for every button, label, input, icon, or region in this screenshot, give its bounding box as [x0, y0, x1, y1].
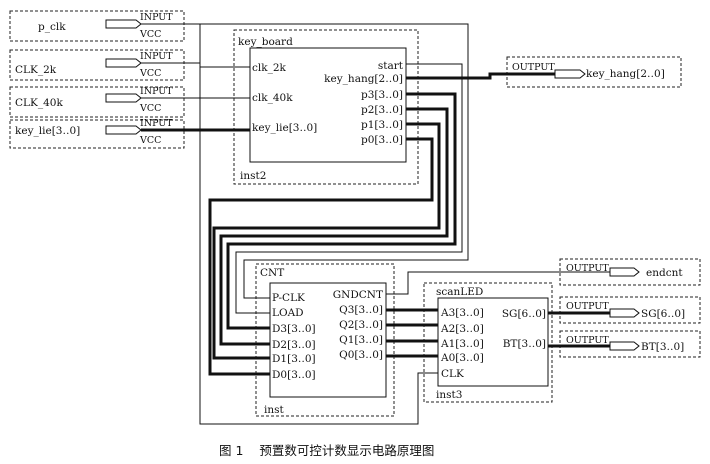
input-pin-p-clk: p_clk INPUT VCC: [9, 10, 185, 42]
pin-name: p_clk: [38, 21, 66, 33]
port-clk-2k: clk_2k: [252, 62, 287, 74]
pin-name: CLK_2k: [15, 64, 57, 76]
wire-clk-2k: [141, 62, 250, 68]
input-pin-clk-2k: CLK_2k INPUT VCC: [9, 49, 185, 81]
pin-type: OUTPUT: [566, 263, 609, 274]
instance-label: inst3: [436, 389, 462, 401]
output-arrow-icon: [609, 308, 640, 318]
port-q2: Q2[3‥0]: [339, 319, 383, 331]
port-q3: Q3[3‥0]: [339, 304, 383, 316]
pin-type: OUTPUT: [566, 301, 609, 312]
cnt-block: CNT P-CLK LOAD D3[3‥0] D2[3‥0] D1[3‥0] D…: [255, 263, 395, 417]
port-a1: A1[3‥0]: [440, 338, 484, 350]
output-pin-bt: OUTPUT BT[3‥0]: [559, 330, 701, 358]
pin-vcc: VCC: [139, 29, 161, 40]
port-a0: A0[3‥0]: [440, 352, 484, 364]
port-q1: Q1[3‥0]: [339, 334, 383, 346]
instance-label: inst2: [240, 170, 266, 182]
port-d3: D3[3‥0]: [272, 323, 316, 335]
keyboard-block: key_board clk_2k clk_40k key_lie[3‥0] st…: [233, 29, 419, 185]
block-title: scanLED: [436, 286, 483, 298]
block-title: key_board: [238, 36, 293, 48]
bus-p0-d0: [208, 137, 434, 376]
port-d1: D1[3‥0]: [272, 353, 316, 365]
wires: [141, 23, 610, 425]
port-q0: Q0[3‥0]: [339, 349, 383, 361]
pin-type: INPUT: [140, 118, 173, 129]
figure-caption: 图 1 预置数可控计数显示电路原理图: [219, 443, 434, 458]
bus-p3-d3: [226, 92, 457, 330]
port-a3: A3[3‥0]: [440, 307, 484, 319]
block-title: CNT: [260, 267, 284, 279]
pin-vcc: VCC: [139, 68, 161, 79]
output-arrow-icon: [609, 267, 640, 277]
pin-name: key_hang[2‥0]: [586, 68, 665, 80]
bus-p2-d2: [219, 107, 449, 346]
port-p2: p2[3‥0]: [361, 104, 403, 116]
pin-type: INPUT: [140, 86, 173, 97]
output-pin-endcnt: OUTPUT endcnt: [559, 258, 701, 286]
pin-name: endcnt: [646, 267, 683, 279]
scanled-block: scanLED A3[3‥0] A2[3‥0] A1[3‥0] A0[3‥0] …: [423, 282, 553, 403]
port-d0: D0[3‥0]: [272, 369, 316, 381]
pin-type: OUTPUT: [566, 335, 609, 346]
input-arrow-icon: [105, 125, 142, 135]
output-pin-sg: OUTPUT SG[6‥0]: [559, 296, 701, 324]
port-key-lie: key_lie[3‥0]: [252, 122, 317, 134]
port-p0: p0[3‥0]: [361, 134, 403, 146]
pin-vcc: VCC: [139, 103, 161, 114]
port-p-clk: P-CLK: [272, 292, 305, 304]
port-clk: CLK: [441, 368, 464, 380]
bus-p1-d1: [212, 122, 441, 360]
wire-p-clk-scan: [199, 24, 438, 425]
output-arrow-icon: [554, 69, 586, 79]
instance-label: inst: [264, 404, 285, 416]
input-pin-key-lie: key_lie[3‥0] INPUT VCC: [9, 118, 185, 149]
port-p3: p3[3‥0]: [361, 89, 403, 101]
wire-p-clk: [141, 23, 469, 299]
port-start: start: [378, 60, 404, 72]
pin-type: OUTPUT: [512, 62, 555, 73]
pin-name: SG[6‥0]: [641, 308, 685, 320]
port-load: LOAD: [272, 307, 304, 319]
bus-key-hang: [406, 72, 555, 80]
input-arrow-icon: [105, 93, 142, 103]
port-a2: A2[3‥0]: [440, 323, 484, 335]
port-gndcnt: GNDCNT: [333, 289, 383, 301]
pin-name: key_lie[3‥0]: [15, 125, 80, 137]
port-clk-40k: clk_40k: [252, 92, 293, 104]
port-key-hang: key_hang[2‥0]: [324, 73, 403, 85]
port-bt: BT[3‥0]: [503, 338, 546, 350]
pin-vcc: VCC: [139, 135, 161, 146]
output-pin-key-hang: OUTPUT key_hang[2‥0]: [506, 56, 682, 88]
pin-type: INPUT: [140, 51, 173, 62]
input-arrow-icon: [105, 19, 142, 29]
output-arrow-icon: [609, 341, 640, 351]
pin-name: CLK_40k: [15, 97, 63, 109]
pin-type: INPUT: [140, 12, 173, 23]
wire-start-load: [235, 63, 463, 314]
port-p1: p1[3‥0]: [361, 119, 403, 131]
input-arrow-icon: [105, 58, 142, 68]
port-sg: SG[6‥0]: [502, 308, 546, 320]
wire-gndcnt: [386, 271, 610, 295]
pin-name: BT[3‥0]: [641, 341, 684, 353]
input-pin-clk-40k: CLK_40k INPUT VCC: [9, 86, 185, 118]
port-d2: D2[3‥0]: [272, 339, 316, 351]
